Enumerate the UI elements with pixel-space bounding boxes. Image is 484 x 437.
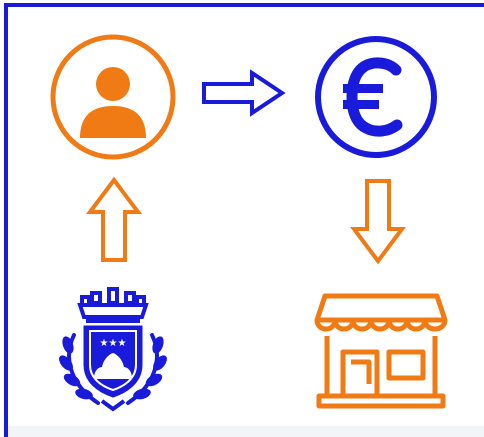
svg-text:★★★: ★★★ xyxy=(100,338,127,349)
shop-storefront-icon xyxy=(314,293,448,409)
municipal-coat-of-arms-icon: ★★★ xyxy=(59,287,167,412)
bottom-band xyxy=(8,426,484,437)
arrow-right-icon xyxy=(202,69,286,117)
frame-top-border xyxy=(4,3,484,7)
frame-left-border xyxy=(4,3,8,437)
arrow-down-icon xyxy=(350,179,406,265)
person-circle-icon xyxy=(50,34,176,160)
arrow-up-icon xyxy=(86,176,142,262)
euro-circle-icon xyxy=(315,36,437,158)
